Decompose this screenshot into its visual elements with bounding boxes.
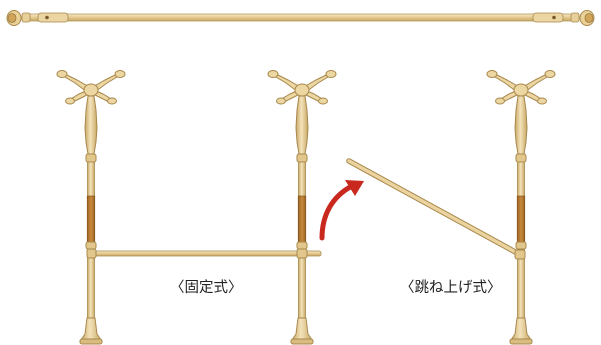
caption-flip-up-type: 〈跳ね上げ式〉	[400, 280, 502, 296]
left-support-pole	[56, 70, 126, 345]
flip-up-arrow-icon	[319, 180, 364, 241]
middle-support-pole	[267, 70, 337, 345]
fixed-type-rail	[86, 248, 322, 259]
top-handrail-bar	[6, 10, 595, 26]
caption-fixed-type: 〈固定式〉	[170, 280, 243, 296]
right-support-pole	[486, 70, 556, 345]
flip-up-rail	[346, 158, 526, 260]
